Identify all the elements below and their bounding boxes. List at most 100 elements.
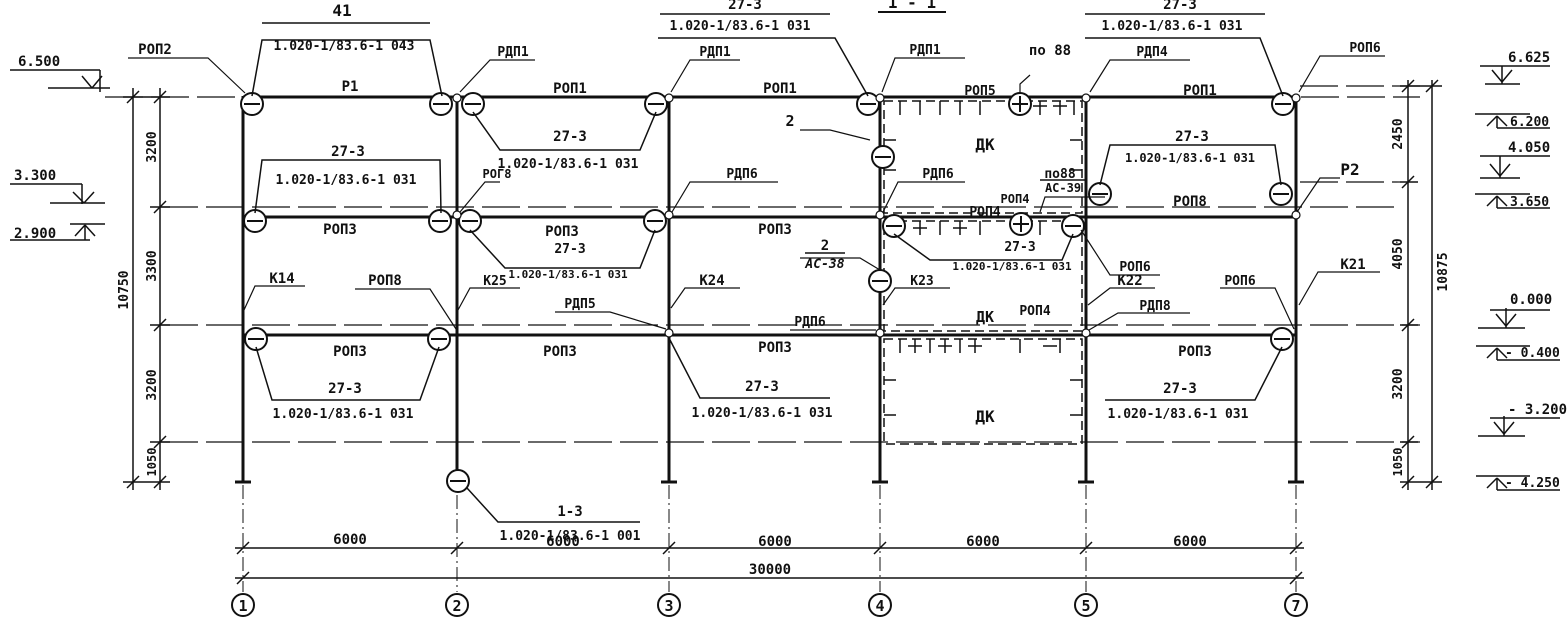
callout-4-top: 27-3 [331,144,365,160]
beam-top-label-3: РОП1 [763,81,797,97]
section-title: 1 - 1 [888,0,936,12]
marker-po88-top: по 88 [1029,43,1071,59]
right-elevation-labels: 6.625 6.200 4.050 3.650 0.000 - 0.400 - … [1505,50,1567,491]
marker-ac-39: АС-39 [1045,181,1081,195]
axis-marker-5: 5 [1074,593,1098,617]
callout-8-bottom: 1.020-1/83.6-1 031 [273,407,414,422]
svg-text:5: 5 [1081,597,1090,615]
node-label-rop6-low: РОП6 [1224,274,1255,289]
node-label-rop2: РОП2 [138,42,172,58]
right-dim-1: 2450 [1391,118,1406,149]
callout-0-bottom: 1.020-1/83.6-1 043 [274,39,415,54]
marker-2-mid: 2 [821,238,829,254]
elevation-6500: 6.500 [18,54,60,70]
right-vertical-dimensions [1400,79,1442,490]
elevation-3650: 3.650 [1510,195,1549,210]
node-label-rdp5: РДП5 [564,297,595,312]
right-dim-4: 1050 [1391,448,1405,477]
axis-marker-1: 1 [231,593,255,617]
callout-11-top: 1-3 [557,504,582,520]
beam-top-label-2: РОП1 [553,81,587,97]
elevation-4050: 4.050 [1508,140,1550,156]
left-dim-2: 3300 [145,250,160,281]
callout-0-top: 41 [332,1,351,20]
beam-middle-label-1: РОП3 [323,222,357,238]
left-dim-3: 3200 [145,369,160,400]
node-label-rop6-top: РОП6 [1349,41,1380,56]
callout-8-top: 27-3 [328,381,362,397]
dk-panel-ticks [884,101,1082,416]
left-total-dim: 10750 [117,270,132,309]
bay-dim-1: 6000 [333,532,367,548]
total-dimension: 30000 [749,562,791,578]
node-label-rdp1-c: РДП1 [909,43,940,58]
dk-label-middle: ДК [976,308,994,326]
right-total-dim: 10875 [1436,252,1451,291]
marker-ac-38: АС-38 [804,257,844,272]
bay-dimension-labels: 6000 6000 6000 6000 6000 30000 [333,532,1207,578]
axis-markers: 1 2 3 4 5 7 [231,593,1308,617]
column-labels: К14 К25 К24 К23 К22 К21 [269,257,1365,289]
axis-lines [242,485,1297,592]
beam-middle-label-3: РОП3 [758,222,792,238]
beam-labels: Р1 РОП1 РОП1 РОП5 РОП1 РОП3 РОП3 РОП3 РО… [323,79,1217,360]
callout-3-bottom: 1.020-1/83.6-1 031 [498,157,639,172]
left-elevation-labels: 6.500 3.300 2.900 [14,54,60,242]
beam-middle-label-2: РОП3 [545,224,579,240]
svg-text:3: 3 [664,597,673,615]
elevation-3300: 3.300 [14,168,56,184]
callout-11-bottom: 1.020-1/83.6-1 001 [500,529,641,544]
marker-pon4-mid: РОП4 [1001,192,1030,206]
elevation-6625: 6.625 [1508,50,1550,66]
svg-text:1: 1 [238,597,247,615]
callout-5-bottom: 1.020-1/83.6-1 031 [508,268,628,281]
callout-9-bottom: 1.020-1/83.6-1 031 [692,406,833,421]
callout-10-bottom: 1.020-1/83.6-1 031 [1108,407,1249,422]
elevation-minus-3200: - 3.200 [1508,402,1567,418]
bay-dim-5: 6000 [1173,534,1207,550]
svg-text:2: 2 [452,597,461,615]
callout-2-top: 27-3 [1163,0,1197,13]
dk-label-top: ДК [975,135,995,154]
dk-panel-labels: ДК ДК ДК [975,135,995,426]
left-vertical-dimension-labels: 10750 3200 3300 3200 1050 [117,131,160,476]
callout-5-top: 27-3 [554,242,585,257]
bay-dimension-lines [235,541,1304,585]
beam-middle-label-4: РОП4 [969,205,1000,220]
beam-bottom-label-1: РОП3 [333,344,367,360]
dk-panel-bottom [883,338,1083,445]
beam-bottom-label-5: РОП3 [1178,344,1212,360]
column-label-k14: К14 [269,271,294,287]
right-vertical-dimension-labels: 2450 4050 3200 1050 10875 [1391,118,1451,476]
column-label-k22: К22 [1117,273,1142,289]
node-label-rdp6-b: РДП6 [922,167,953,182]
axis-marker-7: 7 [1284,593,1308,617]
elevation-6200: 6.200 [1510,115,1549,130]
callout-9-top: 27-3 [745,379,779,395]
beam-bottom-label-3: РОП3 [758,340,792,356]
beam-top-label-5: РОП1 [1183,83,1217,99]
node-labels: РОП2 РДП1 РДП1 РДП1 РДП4 РОП6 РОГ8 РДП6 … [138,41,1381,330]
elevation-0000: 0.000 [1510,292,1552,308]
right-dim-2: 4050 [1391,238,1406,269]
beams-group [243,95,1296,337]
left-dim-1: 3200 [145,131,160,162]
callout-6-top: 27-3 [1004,240,1035,255]
node-label-r2: Р2 [1340,160,1359,179]
node-circles [240,92,1295,493]
node-label-rdp8: РДП8 [1139,299,1170,314]
column-label-k23: К23 [910,274,933,289]
callout-2-bottom: 1.020-1/83.6-1 031 [1102,19,1243,34]
callout-3-top: 27-3 [553,129,587,145]
axis-marker-4: 4 [868,593,892,617]
right-dim-3: 3200 [1391,368,1406,399]
beam-middle-label-5: РОП8 [1173,194,1207,210]
callout-10-top: 27-3 [1163,381,1197,397]
column-label-k24: К24 [699,273,724,289]
callout-1-bottom: 1.020-1/83.6-1 031 [670,19,811,34]
elevation-minus-0400: - 0.400 [1505,346,1560,361]
markers: 2 2 АС-38 по 88 по88 АС-39 РОП4 [785,43,1085,272]
node-label-rdp1-a: РДП1 [497,45,528,60]
bay-dim-3: 6000 [758,534,792,550]
